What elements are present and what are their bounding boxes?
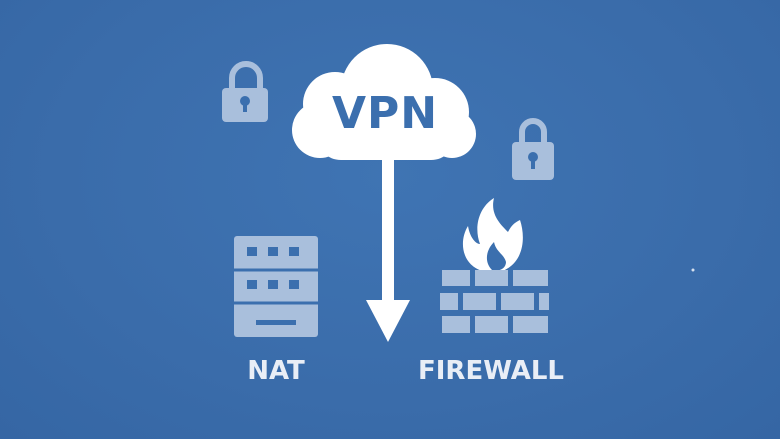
firewall-icon bbox=[440, 270, 549, 333]
down-arrow-icon bbox=[366, 150, 410, 342]
cloud-icon bbox=[292, 44, 476, 160]
lock-icon bbox=[222, 61, 268, 122]
firewall-label: FIREWALL bbox=[418, 356, 564, 386]
nat-label: NAT bbox=[247, 356, 305, 386]
flame-icon bbox=[462, 198, 523, 272]
server-icon bbox=[234, 236, 318, 337]
sparkle-dot bbox=[691, 268, 695, 272]
lock-icon bbox=[512, 118, 554, 180]
vpn-label: VPN bbox=[331, 88, 439, 139]
